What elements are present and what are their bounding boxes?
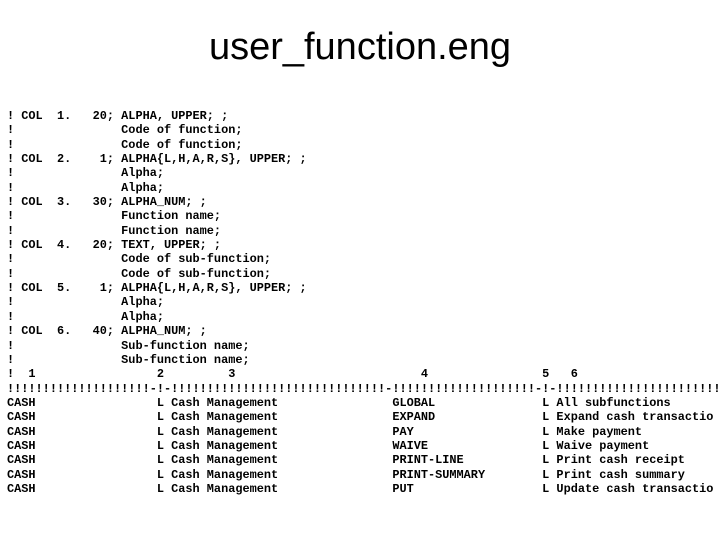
comment-line: ! Alpha; bbox=[7, 309, 164, 324]
comment-line: ! Alpha; bbox=[7, 166, 164, 181]
record-row: CASH L Cash Management PAY L Make paymen… bbox=[7, 424, 643, 439]
record-row: CASH L Cash Management PRINT-SUMMARY L P… bbox=[7, 467, 685, 482]
record-row: CASH L Cash Management GLOBAL L All subf… bbox=[7, 395, 671, 410]
comment-line: ! Function name; bbox=[7, 209, 222, 224]
comment-line: ! Function name; bbox=[7, 223, 222, 238]
record-row: CASH L Cash Management PRINT-LINE L Prin… bbox=[7, 453, 685, 468]
record-row: CASH L Cash Management WAIVE L Waive pay… bbox=[7, 438, 650, 453]
comment-line: ! COL 4. 20; TEXT, UPPER; ; bbox=[7, 238, 222, 253]
comment-line: ! Code of sub-function; bbox=[7, 252, 272, 267]
comment-line: ! Code of function; bbox=[7, 123, 243, 138]
file-listing: ! COL 1. 20; ALPHA, UPPER; ;! Code of fu… bbox=[7, 109, 720, 496]
comment-line: ! COL 2. 1; ALPHA{L,H,A,R,S}, UPPER; ; bbox=[7, 152, 307, 167]
comment-line: ! Alpha; bbox=[7, 295, 164, 310]
comment-line: ! COL 6. 40; ALPHA_NUM; ; bbox=[7, 324, 207, 339]
column-number-line: ! 1 2 3 4 5 6 bbox=[7, 367, 578, 382]
comment-line: ! Sub-function name; bbox=[7, 352, 250, 367]
column-ruler-line: !!!!!!!!!!!!!!!!!!!!-!-!!!!!!!!!!!!!!!!!… bbox=[7, 381, 720, 396]
comment-line: ! Code of sub-function; bbox=[7, 266, 272, 281]
comment-line: ! COL 5. 1; ALPHA{L,H,A,R,S}, UPPER; ; bbox=[7, 281, 307, 296]
page-title: user_function.eng bbox=[208, 26, 512, 68]
comment-line: ! COL 1. 20; ALPHA, UPPER; ; bbox=[7, 109, 229, 123]
comment-line: ! Alpha; bbox=[7, 180, 164, 195]
comment-line: ! Code of function; bbox=[7, 137, 243, 152]
record-row: CASH L Cash Management PUT L Update cash… bbox=[7, 481, 714, 496]
record-row: CASH L Cash Management EXPAND L Expand c… bbox=[7, 410, 714, 425]
comment-line: ! Sub-function name; bbox=[7, 338, 250, 353]
comment-line: ! COL 3. 30; ALPHA_NUM; ; bbox=[7, 195, 207, 210]
